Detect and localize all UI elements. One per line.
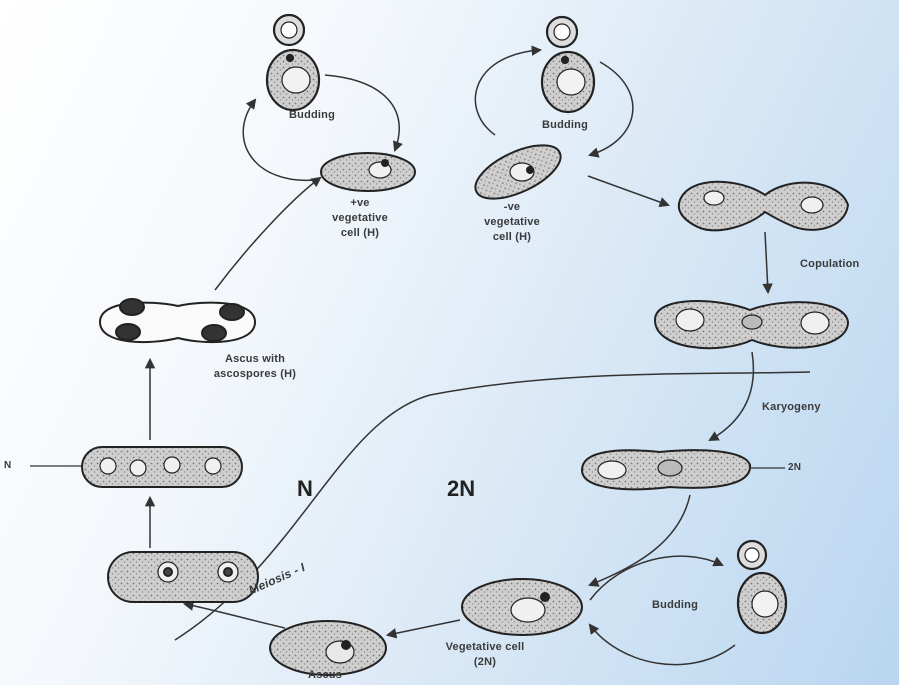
budding-cell-top-right (542, 17, 594, 112)
budding-label-top-left: Budding (272, 108, 352, 123)
two-n-marker-label: 2N (788, 460, 818, 475)
minus-vegetative-cell (468, 134, 568, 209)
plus-cell-label-line-3: cell (H) (310, 226, 410, 241)
budding-label-bottom: Budding (630, 598, 720, 613)
arrow-to-plus-cell (215, 178, 320, 290)
diploid-region-label: 2N (447, 476, 475, 502)
arrow-to-ascus (388, 620, 460, 635)
budding-arrow-top-right (590, 62, 633, 155)
arrow-to-vegetative-2n (590, 495, 690, 585)
karyogamy-label: Karyogeny (762, 400, 872, 415)
ascus-spores-label: Ascus with ascospores (H) (195, 352, 315, 382)
vegetative-2n-label: Vegetative cell (2N) (425, 640, 545, 670)
minus-cell-label-line-1: -ve (462, 200, 562, 215)
budding-return-arrow-bottom (590, 625, 735, 665)
diploid-cell (582, 450, 750, 489)
four-nucleus-cell (82, 447, 242, 487)
minus-cell-label-line-2: vegetative (462, 215, 562, 230)
plus-cell-label: +ve vegetative cell (H) (310, 196, 410, 241)
arrow-karyogamy (710, 352, 753, 440)
arrow-copulation-down (765, 232, 768, 292)
ascus-label: Ascus (285, 668, 365, 683)
ascus-with-ascospores (100, 299, 255, 342)
budding-cell-bottom (738, 541, 786, 633)
ascus-spores-label-line-2: ascospores (H) (195, 367, 315, 382)
plus-cell-label-line-2: vegetative (310, 211, 410, 226)
n-marker-label: N (4, 458, 28, 473)
fused-cell (655, 301, 848, 348)
plus-vegetative-cell (321, 153, 415, 191)
arrow-to-copulation (588, 176, 668, 205)
budding-label-top-right: Budding (520, 118, 610, 133)
budding-cell-top-left (267, 15, 319, 110)
ascus-spores-label-line-1: Ascus with (195, 352, 315, 367)
budding-arrow-bottom (590, 556, 722, 600)
meiosis-arrow (185, 604, 285, 628)
copulation-label: Copulation (800, 257, 899, 272)
copulating-cells (679, 182, 848, 231)
minus-cell-label-line-3: cell (H) (462, 230, 562, 245)
ascus-cell (270, 621, 386, 675)
vegetative-2n-label-line-1: Vegetative cell (425, 640, 545, 655)
vegetative-2n-label-line-2: (2N) (425, 655, 545, 670)
plus-cell-label-line-1: +ve (310, 196, 410, 211)
minus-cell-label: -ve vegetative cell (H) (462, 200, 562, 245)
haploid-region-label: N (297, 476, 313, 502)
vegetative-2n-cell (462, 579, 582, 635)
